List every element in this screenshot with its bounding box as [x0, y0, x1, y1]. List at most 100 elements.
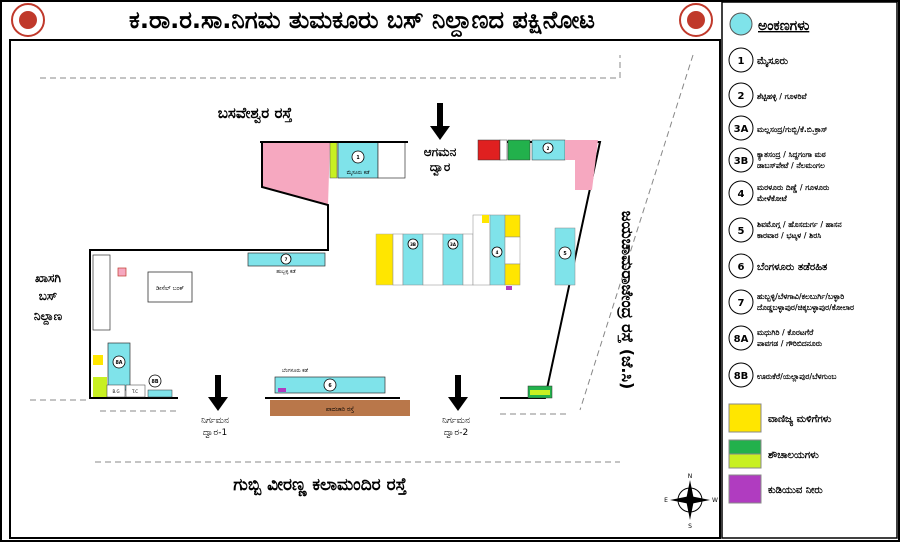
station-outline	[89, 141, 602, 399]
toilet-strip	[329, 141, 338, 179]
road-edge-right	[579, 54, 694, 411]
legend-platform-number: 8A	[734, 334, 749, 345]
legend-platform-destinations: ಶೆಟ್ಟಿಹಳ್ಳಿ / ಗೂಳರಿವೆ	[757, 92, 807, 102]
mysuru-side-label: ಮೈಸೂರು ಕಡೆ	[347, 170, 371, 176]
legend-platform-destinations: ಬೆಂಗಳೂರು ತಡೆರಹಿತ	[757, 262, 828, 273]
platform-badge-number: 4	[496, 250, 499, 255]
platform-badge-number: 6	[328, 383, 332, 389]
toilet-block-top	[507, 139, 531, 161]
compass-w: W	[712, 497, 718, 504]
platform-8b	[147, 389, 173, 398]
red-block	[477, 139, 501, 161]
legend-platform-number: 6	[738, 262, 745, 273]
arrival-gate-label-1: ಆಗಮನ	[424, 145, 457, 159]
small-office	[499, 139, 508, 161]
legend-item-6: 6 ಬೆಂಗಳೂರು ತಡೆರಹಿತ	[728, 253, 828, 279]
toilet-block-bottom-light	[530, 390, 550, 395]
tc-block	[125, 384, 146, 398]
legend-platform-destinations: ಹುಬ್ಬಳ್ಳಿ/ಬೆಳಗಾವಿ/ಕಲಬುರ್ಗಿ/ಬಳ್ಳಾರಿ	[757, 292, 845, 303]
legend-frame	[721, 1, 898, 539]
road-label-jc-road: ಜಯಚಾಮರಾಜೇಂದ್ರ ರಸ್ತೆ (ಜೆ.ಸಿ)	[616, 211, 637, 390]
platform-badge-number: 8B	[152, 379, 159, 385]
platform-badge-number: 3A	[450, 242, 457, 247]
legend-platform-number: 3A	[734, 124, 749, 135]
legend-platform-destinations: ದೊಡ್ಡಬಳ್ಳಾಪುರ/ಚಿಕ್ಕಬಳ್ಳಾಪುರ/ಕೋಲಾರ	[757, 303, 855, 314]
road-edge-top	[40, 55, 621, 79]
compass-n: N	[688, 473, 693, 480]
exit-2-label-2: ದ್ವಾರ-2	[444, 428, 468, 439]
tc-label: T.C	[131, 389, 138, 394]
platform-badge-number: 5	[563, 251, 566, 257]
legend-item-7: 7 ಹುಬ್ಬಳ್ಳಿ/ಬೆಳಗಾವಿ/ಕಲಬುರ್ಗಿ/ಬಳ್ಳಾರಿದೊಡ್ಡ…	[728, 289, 855, 315]
exit-1-arrow-icon	[208, 375, 228, 411]
platform-badge-number: 2	[547, 146, 550, 151]
platform-badge-8b: 8B	[148, 374, 162, 388]
legend-platform-destinations: ಪಾವಗಡ / ಗೌರಿಬಿದನೂರು	[757, 339, 823, 348]
legend-platform-destinations: ಶಿವಮೊಗ್ಗ / ಹೊಸದುರ್ಗ / ಹಾಸನ	[757, 220, 842, 229]
legend-platform-destinations: ಕ್ಯಾತಸಂದ್ರ / ಸಿದ್ದಗಂಗಾ ಮಠ	[757, 150, 827, 161]
legend-platform-number: 2	[738, 91, 745, 102]
arrival-arrow-icon	[430, 103, 450, 140]
legend-item-3b: 3B ಕ್ಯಾತಸಂದ್ರ / ಸಿದ್ದಗಂಗಾ ಮಠಡಾಬಸ್‌ಪೇಟೆ / …	[728, 147, 827, 173]
map-frame	[9, 39, 721, 539]
legend-platform-number: 8B	[734, 371, 749, 382]
platform-badge-4: 4	[491, 246, 503, 258]
private-bus-label-1: ಖಾಸಗಿ	[35, 271, 61, 285]
legend-platform-number: 3B	[734, 156, 749, 167]
legend-platform-number: 4	[738, 189, 745, 200]
platform-badge-number: 7	[285, 257, 288, 262]
legend-item-8b: 8B ಊರುಕೆರೆ/ಯಲ್ಲಾಪುರ/ಬೆಳಗುಂಬ	[728, 362, 837, 388]
road-edge-left	[30, 399, 178, 412]
shop-small	[93, 355, 103, 365]
legend-platform-destinations: ಮೈಸೂರು	[757, 56, 788, 68]
legend-shops: ವಾಣಿಜ್ಯ ಮಳಿಗೆಗಳು	[768, 414, 831, 427]
office-block	[377, 141, 406, 179]
page-title: ಕ.ರಾ.ರ.ಸಾ.ನಿಗಮ ತುಮಕೂರು ಬಸ್ ನಿಲ್ದಾಣದ ಪಕ್ಷ…	[129, 6, 595, 38]
pedestrian-road-label: ಪಾದಚಾರಿ ರಸ್ತೆ	[326, 406, 354, 413]
platform-badge-number: 8A	[115, 360, 122, 366]
small-red-block	[117, 267, 127, 277]
water-point-6	[278, 388, 286, 392]
legend-platform-number: 5	[738, 226, 745, 237]
diesel-bunk	[147, 271, 193, 303]
logo-left	[11, 3, 45, 37]
legend-item-5: 5 ಶಿವಮೊಗ್ಗ / ಹೊಸದುರ್ಗ / ಹಾಸನ ಕಾರವಾರ / ಭಟ್ಕ…	[728, 217, 842, 243]
legend-water: ಕುಡಿಯುವ ನೀರು	[768, 485, 823, 496]
platform-badge-6: 6	[323, 378, 337, 392]
private-bus-label-2: ಬಸ್	[39, 289, 58, 303]
platform-badge-2: 2	[542, 142, 554, 154]
legend-platform-destinations: ಊರುಕೆರೆ/ಯಲ್ಲಾಪುರ/ಬೆಳಗುಂಬ	[757, 372, 837, 383]
bg-label: B.G	[112, 389, 119, 394]
diesel-bunk-label: ಡೀಸೆಲ್ ಬಂಕ್	[156, 285, 184, 292]
bg-block	[106, 384, 126, 398]
platform-badges: 1 2 3A 3B 4 5 6 7 8A 8B	[112, 142, 572, 392]
legend-platform-destinations: ಡಾಬಸ್‌ಪೇಟೆ / ನೆಲಮಂಗಲ	[757, 161, 825, 170]
exit-1-label-1: ನಿರ್ಗಮನ	[201, 416, 229, 426]
road-label-gubbi-veeranna: ಗುಬ್ಬಿ ವೀರಣ್ಣ ಕಲಾಮಂದಿರ ರಸ್ತೆ	[233, 475, 407, 497]
platform-badge-8a: 8A	[112, 355, 126, 369]
compass-s: S	[688, 523, 692, 530]
toilets-swatch-light	[728, 453, 762, 469]
exit-1-label-2: ದ್ವಾರ-1	[203, 428, 227, 439]
platform-badge-number: 1	[356, 155, 359, 161]
shops-swatch	[728, 403, 762, 433]
platform-badge-3a: 3A	[447, 238, 459, 250]
exit-2-arrow-icon	[448, 375, 468, 411]
hubballi-side-label: ಹುಬ್ಬಳ್ಳಿ ಕಡೆ	[276, 269, 296, 275]
legend-item-2: 2 ಶೆಟ್ಟಿಹಳ್ಳಿ / ಗೂಳರಿವೆ	[728, 82, 807, 108]
pink-block-left	[262, 142, 330, 205]
legend-platform-number: 7	[738, 298, 745, 309]
logo-right	[679, 3, 713, 37]
legend-platform-destinations: ಕಾರವಾರ / ಭಟ್ಕಳ / ಶಿರಸಿ	[757, 231, 822, 241]
platform-badge-number: 3B	[410, 242, 416, 247]
platform-badge-3b: 3B	[407, 238, 419, 250]
toilets-swatch-dark	[728, 439, 762, 455]
compass-e: E	[664, 497, 668, 504]
